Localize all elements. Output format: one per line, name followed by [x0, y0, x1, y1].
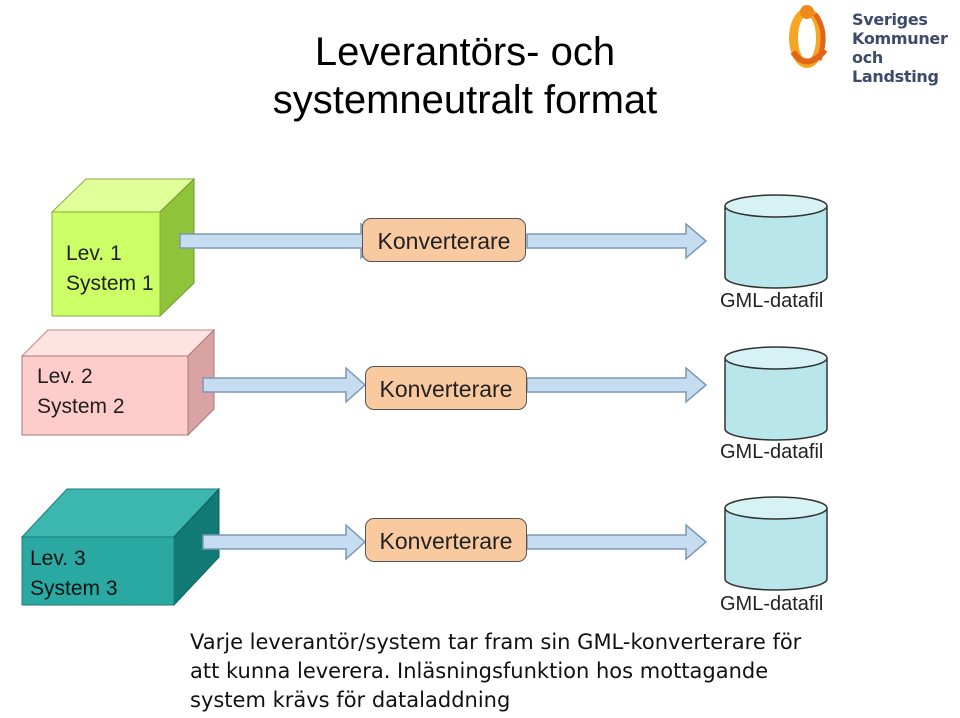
gml-cylinder-2	[724, 346, 828, 441]
gml-cylinder-3	[724, 496, 828, 591]
vendor-label-2-line-1: Lev. 2	[37, 365, 93, 388]
logo-line-3: och Landsting	[852, 48, 939, 86]
gml-label-2: GML-datafil	[720, 441, 824, 463]
logo-line-1: Sveriges	[852, 10, 928, 29]
vendor-label-3-line-2: System 3	[30, 577, 118, 600]
vendor-label-3: Lev. 3 System 3	[30, 544, 118, 604]
page-title: Leverantörs- och systemneutralt format	[272, 30, 658, 122]
vendor-label-2-line-2: System 2	[37, 395, 125, 418]
arrow-row-3	[202, 523, 708, 561]
converter-box-3: Konverterare	[365, 518, 527, 562]
converter-box-2: Konverterare	[365, 366, 527, 410]
logo-wordmark: Sveriges Kommuner och Landsting	[852, 10, 960, 86]
converter-box-1: Konverterare	[362, 218, 526, 262]
description-text: Varje leverantör/system tar fram sin GML…	[190, 630, 802, 712]
gml-label-3: GML-datafil	[720, 593, 824, 615]
logo-line-2: Kommuner	[852, 29, 948, 48]
vendor-label-2: Lev. 2 System 2	[37, 362, 125, 422]
vendor-box-3	[20, 487, 221, 607]
gml-label-1: GML-datafil	[720, 290, 824, 312]
skl-logo-icon	[789, 5, 828, 68]
vendor-label-1-line-1: Lev. 1	[66, 242, 122, 265]
vendor-label-1-line-2: System 1	[66, 272, 154, 295]
vendor-box-2	[20, 328, 216, 437]
vendor-label-1: Lev. 1 System 1	[66, 239, 154, 299]
gml-cylinder-1	[724, 194, 828, 289]
vendor-box-1	[50, 177, 196, 318]
arrow-row-2	[202, 366, 708, 404]
vendor-label-3-line-1: Lev. 3	[30, 547, 86, 570]
